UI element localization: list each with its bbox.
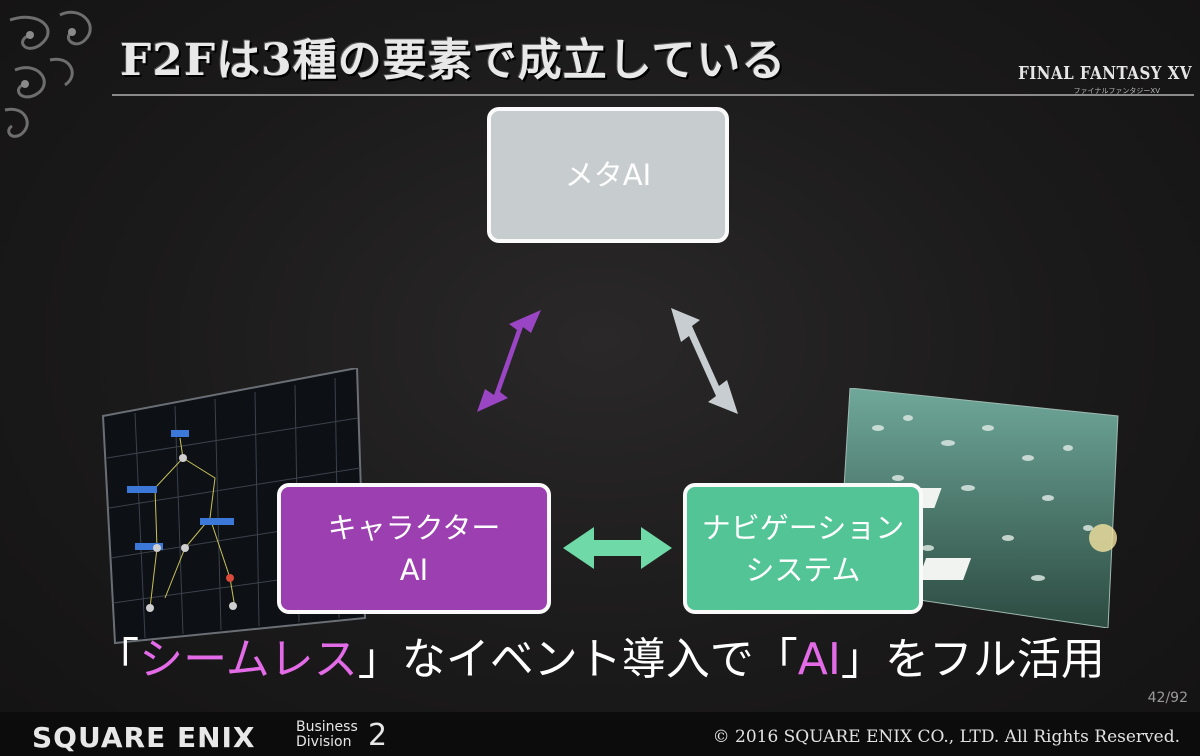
arrow-character-navigation bbox=[563, 527, 672, 569]
navigation-system-label: ナビゲーション システム bbox=[701, 510, 905, 587]
footer-bar bbox=[0, 712, 1200, 756]
division-line1: Business bbox=[296, 719, 358, 735]
caption-highlight-seamless: シームレス bbox=[139, 634, 358, 685]
arrow-meta-navigation bbox=[671, 308, 738, 414]
caption-highlight-ai: AI bbox=[797, 634, 841, 685]
ornament-decoration bbox=[4, 10, 92, 138]
caption-end-text: 」をフル活用 bbox=[840, 634, 1105, 685]
slide-caption: 「シームレス」なイベント導入で「AI」をフル活用 bbox=[0, 628, 1200, 692]
title-divider bbox=[112, 94, 1194, 96]
meta-ai-box: メタAI bbox=[487, 107, 729, 243]
final-fantasy-xv-logo: FINAL FANTASY XV bbox=[1018, 62, 1192, 84]
character-ai-box: キャラクター AI bbox=[277, 483, 551, 614]
arrow-meta-character bbox=[477, 310, 541, 412]
division-line2: Division bbox=[296, 734, 352, 750]
character-ai-label: キャラクター AI bbox=[327, 510, 501, 587]
meta-ai-label: メタAI bbox=[564, 158, 652, 192]
business-division-label: Business Division bbox=[296, 720, 358, 750]
caption-middle-text: 」なイベント導入で「 bbox=[357, 634, 798, 685]
caption-bracket-open: 「 bbox=[95, 634, 140, 685]
final-fantasy-xv-logo-subtitle: ファイナルファンタジーXV bbox=[1073, 87, 1160, 95]
slide-title: F2Fは3種の要素で成立している bbox=[120, 35, 787, 86]
page-number: 42/92 bbox=[1147, 690, 1188, 706]
division-number: 2 bbox=[368, 718, 388, 753]
copyright-notice: © 2016 SQUARE ENIX CO., LTD. All Rights … bbox=[712, 727, 1180, 747]
navigation-system-box: ナビゲーション システム bbox=[683, 483, 923, 614]
square-enix-logo: SQUARE ENIX bbox=[32, 721, 256, 754]
